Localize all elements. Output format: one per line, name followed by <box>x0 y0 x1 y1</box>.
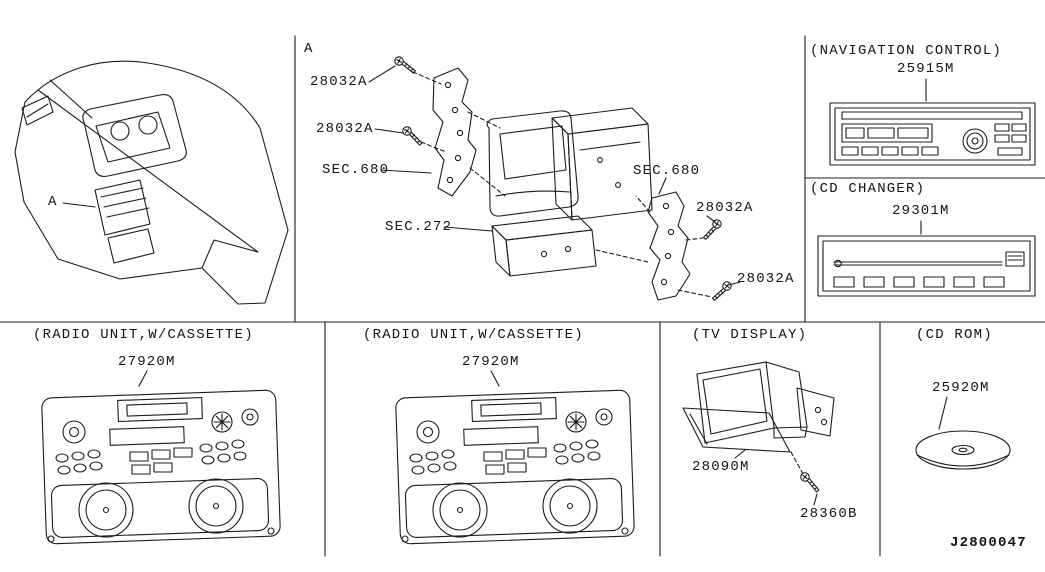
panel-title-radio-unit-2: (RADIO UNIT,W/CASSETTE) <box>363 327 584 343</box>
tv-screen <box>702 368 768 435</box>
screw-icon <box>394 56 416 74</box>
part-label-cd-changer: 29301M <box>892 203 950 219</box>
part-label-tv-screw: 28360B <box>800 506 858 522</box>
panel-title-cd-rom: (CD ROM) <box>916 327 993 343</box>
radio-unit-2-drawing <box>394 370 636 545</box>
lower-bracket-unit <box>491 215 597 277</box>
exploded-view-drawing <box>368 56 741 304</box>
screw-icon <box>797 471 823 493</box>
part-label-screw-3: 28032A <box>696 200 754 216</box>
cd-rom-drawing <box>915 396 1011 470</box>
screw-icon <box>711 279 733 304</box>
audio-chassis-unit <box>551 107 653 221</box>
section-ref-272: SEC.272 <box>385 219 453 235</box>
radio-location-box <box>94 179 151 236</box>
drawing-number: J2800047 <box>950 535 1027 551</box>
mounting-bracket-right <box>647 191 691 301</box>
panel-dividers <box>0 35 1045 557</box>
dashboard-drawing <box>14 60 289 305</box>
part-label-screw-4: 28032A <box>737 271 795 287</box>
part-label-cd-rom: 25920M <box>932 380 990 396</box>
callout-a-dashboard: A <box>48 194 58 210</box>
section-ref-680-right: SEC.680 <box>633 163 701 179</box>
mounting-bracket-left <box>432 67 477 197</box>
panel-title-radio-unit-1: (RADIO UNIT,W/CASSETTE) <box>33 327 254 343</box>
display-window <box>841 123 933 143</box>
callout-a-leader <box>62 202 96 208</box>
part-label-screw-2: 28032A <box>316 121 374 137</box>
screw-icon <box>400 125 425 146</box>
cd-changer-drawing <box>817 220 1036 297</box>
navigation-control-drawing <box>829 78 1036 166</box>
part-label-navigation-control: 25915M <box>897 61 955 77</box>
panel-title-tv-display: (TV DISPLAY) <box>692 327 808 343</box>
radio-unit-1-drawing <box>40 370 282 545</box>
screw-icon <box>702 218 723 242</box>
part-label-radio-unit-2: 27920M <box>462 354 520 370</box>
callout-a-exploded: A <box>304 41 314 57</box>
tv-display-drawing <box>682 361 835 506</box>
part-label-tv-display: 28090M <box>692 459 750 475</box>
section-ref-680-left: SEC.680 <box>322 162 390 178</box>
disc-slot <box>841 111 1023 120</box>
part-label-screw-1: 28032A <box>310 74 368 90</box>
panel-title-cd-changer: (CD CHANGER) <box>810 181 926 197</box>
part-label-radio-unit-1: 27920M <box>118 354 176 370</box>
disc-slot <box>833 261 1003 266</box>
front-trim-panel <box>486 110 579 217</box>
panel-title-navigation-control: (NAVIGATION CONTROL) <box>810 43 1003 59</box>
control-knob <box>962 128 988 154</box>
